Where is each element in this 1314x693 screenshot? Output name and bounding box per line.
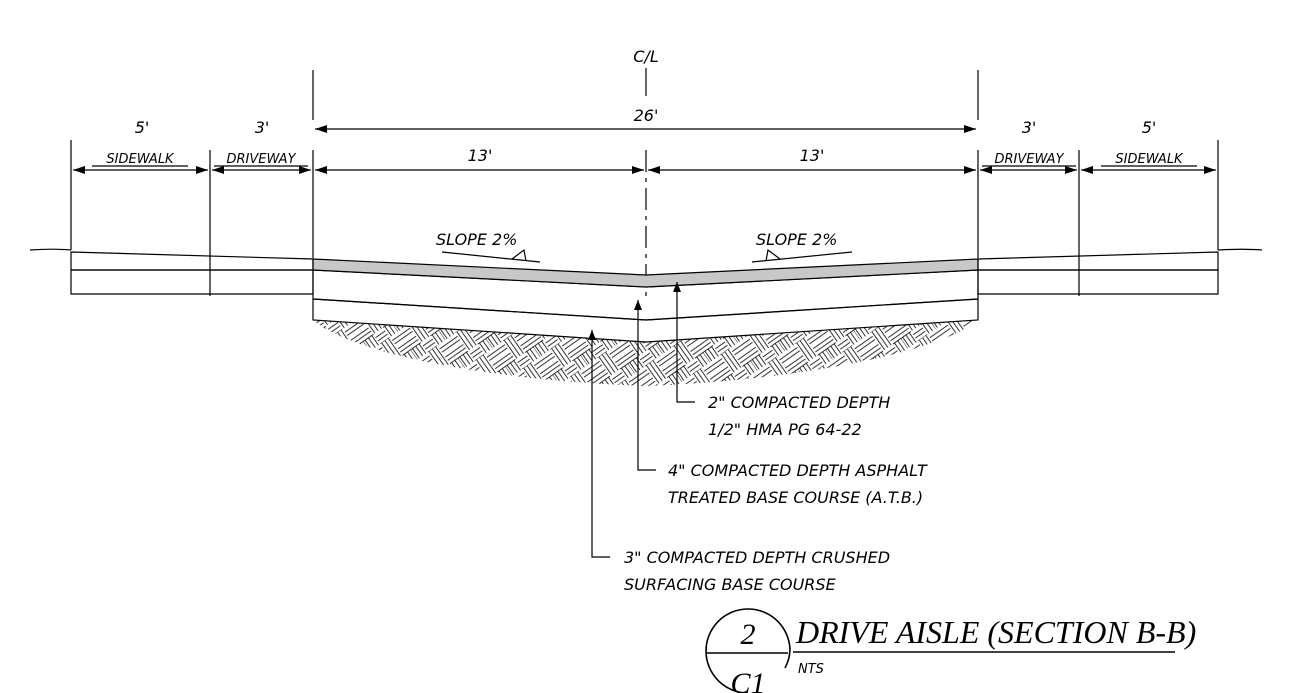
detail-sheet: C1	[730, 667, 765, 693]
dim-left-half: 13'	[468, 146, 493, 165]
zone-left-sidewalk: SIDEWALK	[106, 152, 175, 167]
slope-left: SLOPE 2%	[436, 230, 541, 263]
slope-right-label: SLOPE 2%	[756, 230, 837, 249]
detail-number: 2	[741, 618, 756, 651]
centerline-label: C/L	[633, 47, 658, 66]
title-block: 2 C1 DRIVE AISLE (SECTION B-B) NTS	[705, 608, 1196, 693]
callout-atb-line2: TREATED BASE COURSE (A.T.B.)	[668, 488, 923, 507]
callout-atb-line1: 4" COMPACTED DEPTH ASPHALT	[668, 461, 928, 480]
slope-right: SLOPE 2%	[751, 230, 853, 263]
dim-left-sidewalk: 5'	[135, 118, 150, 137]
detail-scale: NTS	[798, 662, 824, 677]
subgrade	[313, 320, 978, 386]
callout-csbc-line1: 3" COMPACTED DEPTH CRUSHED	[624, 548, 890, 567]
detail-title: DRIVE AISLE (SECTION B-B)	[795, 614, 1196, 650]
slope-left-label: SLOPE 2%	[436, 230, 517, 249]
extension-lines	[70, 70, 1219, 296]
dimension-lines	[73, 125, 1216, 174]
left-shoulder	[70, 251, 314, 295]
callout-hma-line2: 1/2" HMA PG 64-22	[708, 420, 862, 439]
zone-right-sidewalk: SIDEWALK	[1115, 152, 1184, 167]
callout-csbc-line2: SURFACING BASE COURSE	[624, 575, 837, 594]
zone-right-driveway: DRIVEWAY	[994, 152, 1064, 167]
dim-right-half: 13'	[800, 146, 825, 165]
dim-overall: 26'	[634, 106, 659, 125]
ground-right	[1217, 248, 1263, 251]
ground-left	[29, 248, 72, 251]
callout-leaders	[588, 282, 695, 558]
zone-left-driveway: DRIVEWAY	[226, 152, 296, 167]
centerline: C/L	[633, 47, 659, 300]
detail-bubble	[705, 608, 791, 693]
dim-right-sidewalk: 5'	[1142, 118, 1157, 137]
callout-hma-line1: 2" COMPACTED DEPTH	[708, 393, 890, 412]
dim-right-driveway: 3'	[1022, 118, 1037, 137]
dim-left-driveway: 3'	[255, 118, 270, 137]
right-shoulder	[977, 251, 1219, 295]
